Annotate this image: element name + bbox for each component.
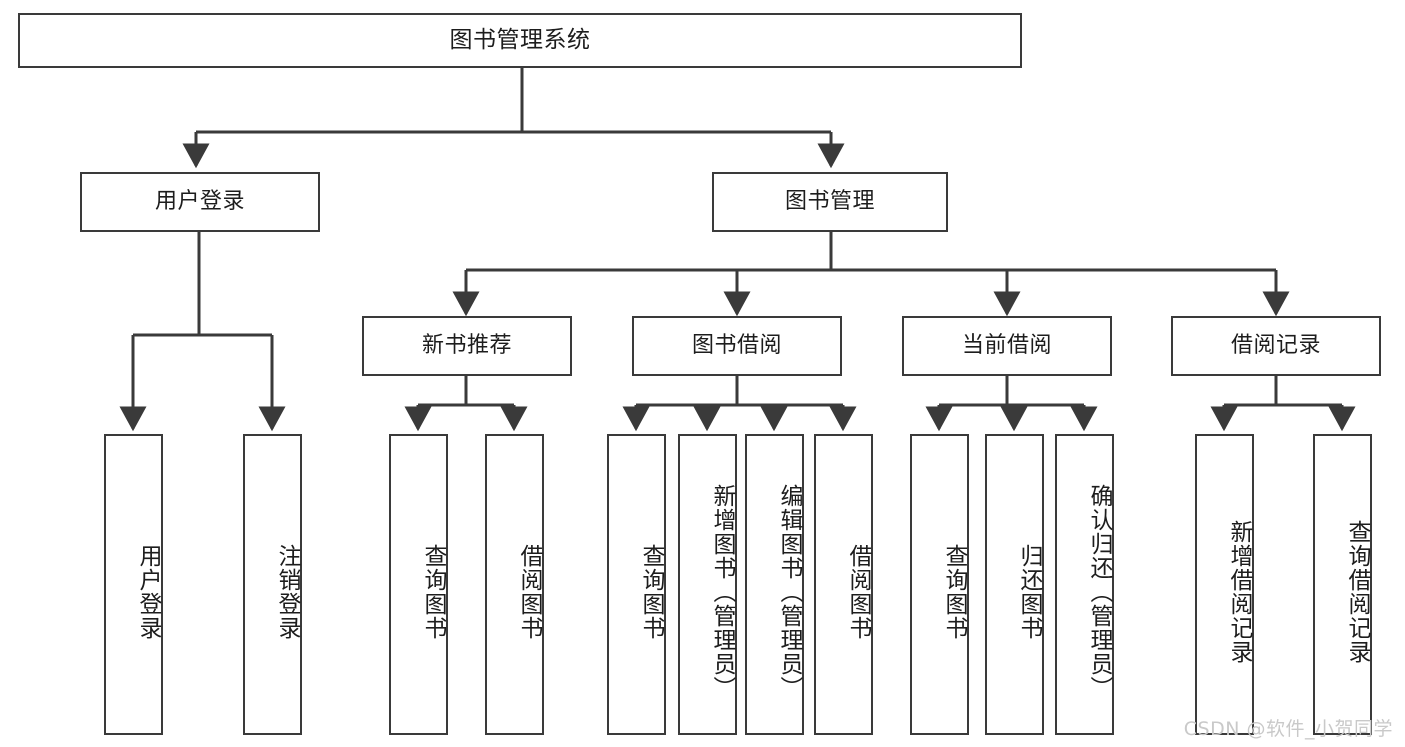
node-leaf-borrow-book-1[interactable]: 借阅图书	[485, 434, 544, 735]
node-label: 新增图书（管理员）	[709, 483, 735, 700]
node-leaf-query-book-2[interactable]: 查询图书	[607, 434, 666, 735]
node-leaf-confirm-return[interactable]: 确认归还（管理员）	[1055, 434, 1114, 735]
node-current-borrow[interactable]: 当前借阅	[902, 316, 1112, 376]
node-leaf-query-record[interactable]: 查询借阅记录	[1313, 434, 1372, 735]
node-label: 查询借阅记录	[1344, 519, 1370, 664]
node-user-login[interactable]: 用户登录	[80, 172, 320, 232]
node-label: 借阅图书	[845, 543, 871, 640]
node-leaf-add-record[interactable]: 新增借阅记录	[1195, 434, 1254, 735]
node-label: 图书管理系统	[449, 26, 591, 53]
node-leaf-logout[interactable]: 注销登录	[243, 434, 302, 735]
node-label: 归还图书	[1016, 543, 1042, 640]
node-label: 图书借阅	[691, 332, 782, 358]
node-label: 用户登录	[135, 543, 161, 640]
node-label: 确认归还（管理员）	[1086, 483, 1112, 700]
node-leaf-edit-book[interactable]: 编辑图书（管理员）	[745, 434, 804, 735]
node-label: 当前借阅	[961, 332, 1052, 358]
node-leaf-borrow-book-2[interactable]: 借阅图书	[814, 434, 873, 735]
node-label: 借阅记录	[1230, 332, 1321, 358]
node-label: 编辑图书（管理员）	[776, 483, 802, 700]
node-label: 借阅图书	[516, 543, 542, 640]
node-label: 新增借阅记录	[1226, 519, 1252, 664]
node-leaf-add-book[interactable]: 新增图书（管理员）	[678, 434, 737, 735]
node-book-borrow[interactable]: 图书借阅	[632, 316, 842, 376]
node-root-book-management-system[interactable]: 图书管理系统	[18, 13, 1022, 68]
node-label: 用户登录	[154, 188, 245, 214]
node-leaf-return-book[interactable]: 归还图书	[985, 434, 1044, 735]
node-label: 查询图书	[420, 543, 446, 640]
node-label: 查询图书	[638, 543, 664, 640]
node-new-book-recommend[interactable]: 新书推荐	[362, 316, 572, 376]
node-leaf-user-login[interactable]: 用户登录	[104, 434, 163, 735]
node-book-manage[interactable]: 图书管理	[712, 172, 948, 232]
node-label: 新书推荐	[421, 332, 512, 358]
node-label: 注销登录	[274, 543, 300, 640]
node-borrow-record[interactable]: 借阅记录	[1171, 316, 1381, 376]
node-leaf-query-book-1[interactable]: 查询图书	[389, 434, 448, 735]
node-label: 图书管理	[784, 188, 875, 214]
node-leaf-query-book-3[interactable]: 查询图书	[910, 434, 969, 735]
node-label: 查询图书	[941, 543, 967, 640]
